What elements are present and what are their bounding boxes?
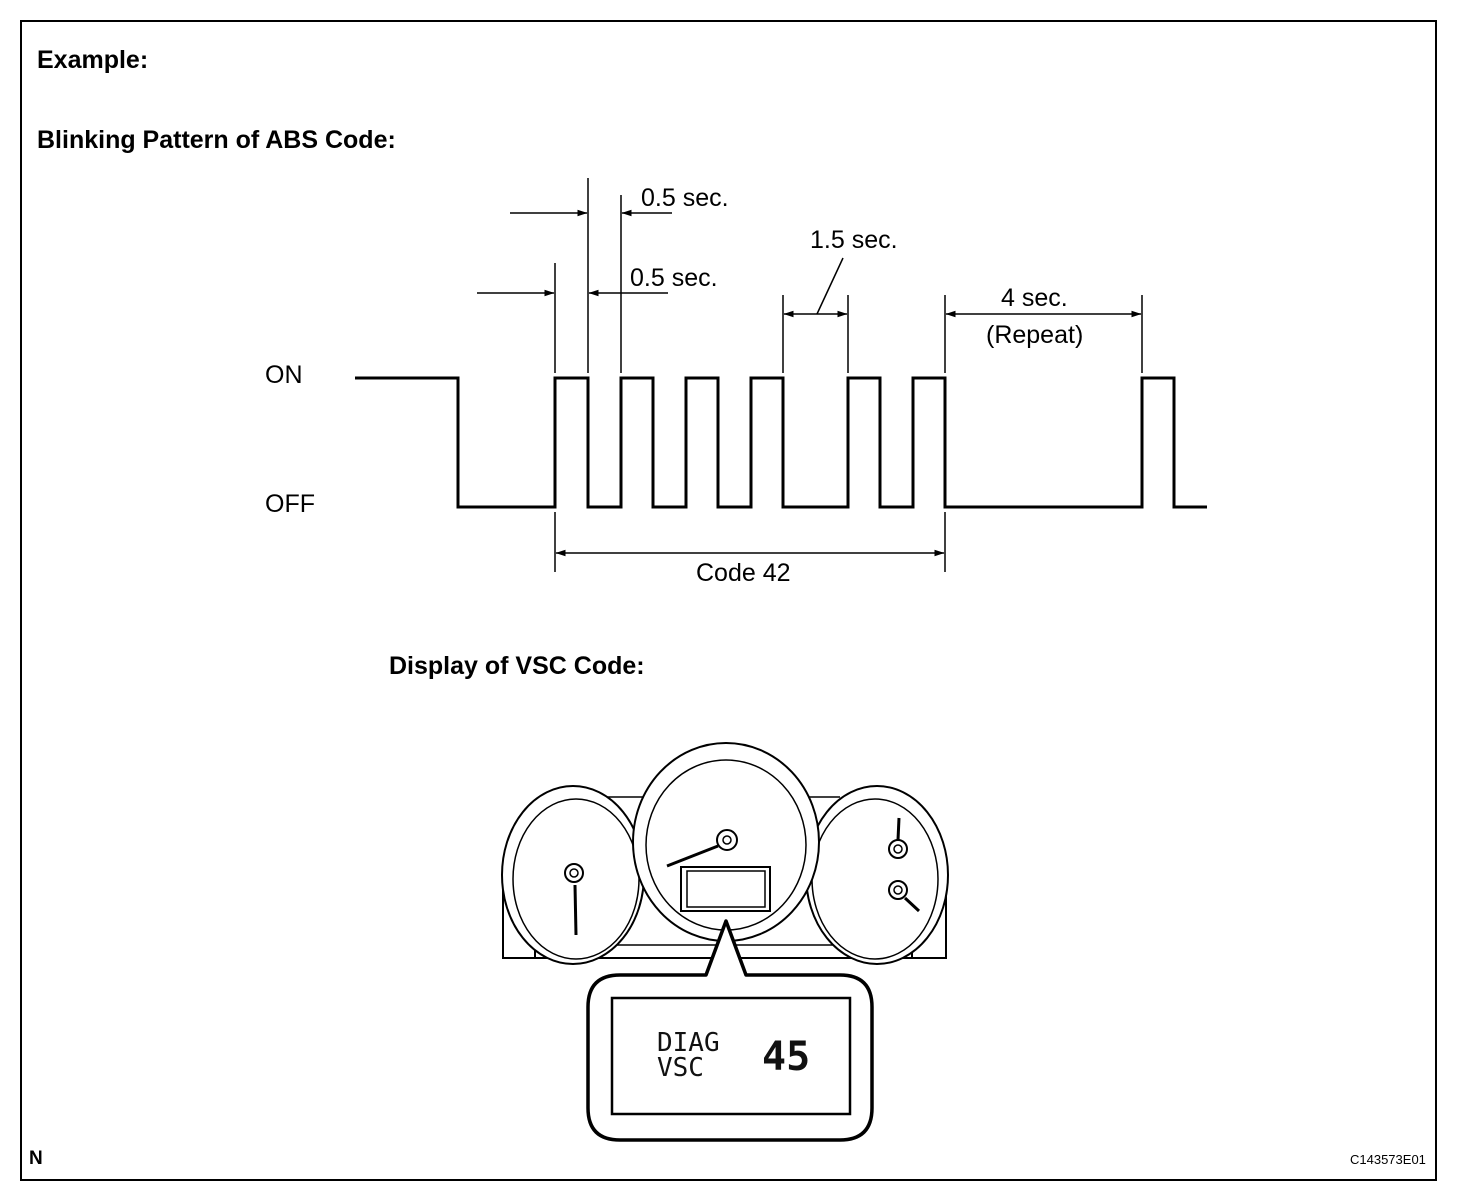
callout-screen bbox=[610, 996, 852, 1116]
corner-letter: N bbox=[29, 1148, 43, 1169]
lcd-line-vsc: VSC bbox=[657, 1053, 704, 1083]
cluster-lcd-window bbox=[680, 866, 771, 912]
callout-bubble bbox=[586, 919, 874, 1142]
dim-label-half-sec-low: 0.5 sec. bbox=[630, 264, 718, 292]
dimension-arrows bbox=[477, 209, 1142, 557]
center-speedometer bbox=[632, 742, 820, 942]
lcd-code-value: 45 bbox=[762, 1034, 811, 1080]
repeat-label: (Repeat) bbox=[986, 321, 1084, 349]
on-label: ON bbox=[265, 361, 303, 389]
left-gauge bbox=[501, 785, 645, 965]
figure-id: C143573E01 bbox=[1350, 1152, 1426, 1167]
example-heading: Example: bbox=[37, 46, 149, 74]
lcd-line-diag: DIAG bbox=[657, 1028, 720, 1058]
blink-waveform bbox=[355, 376, 1207, 509]
right-gauge bbox=[805, 785, 949, 965]
dim-label-four-sec: 4 sec. bbox=[1001, 284, 1068, 312]
abs-pattern-heading: Blinking Pattern of ABS Code: bbox=[37, 126, 396, 154]
dim-label-one-half-sec: 1.5 sec. bbox=[810, 226, 898, 254]
dim-label-half-sec-top: 0.5 sec. bbox=[641, 184, 729, 212]
figure-frame bbox=[20, 20, 1437, 1181]
off-label: OFF bbox=[265, 490, 315, 518]
vsc-display-heading: Display of VSC Code: bbox=[389, 652, 645, 680]
code-label: Code 42 bbox=[696, 559, 791, 587]
extension-lines bbox=[554, 178, 1143, 572]
